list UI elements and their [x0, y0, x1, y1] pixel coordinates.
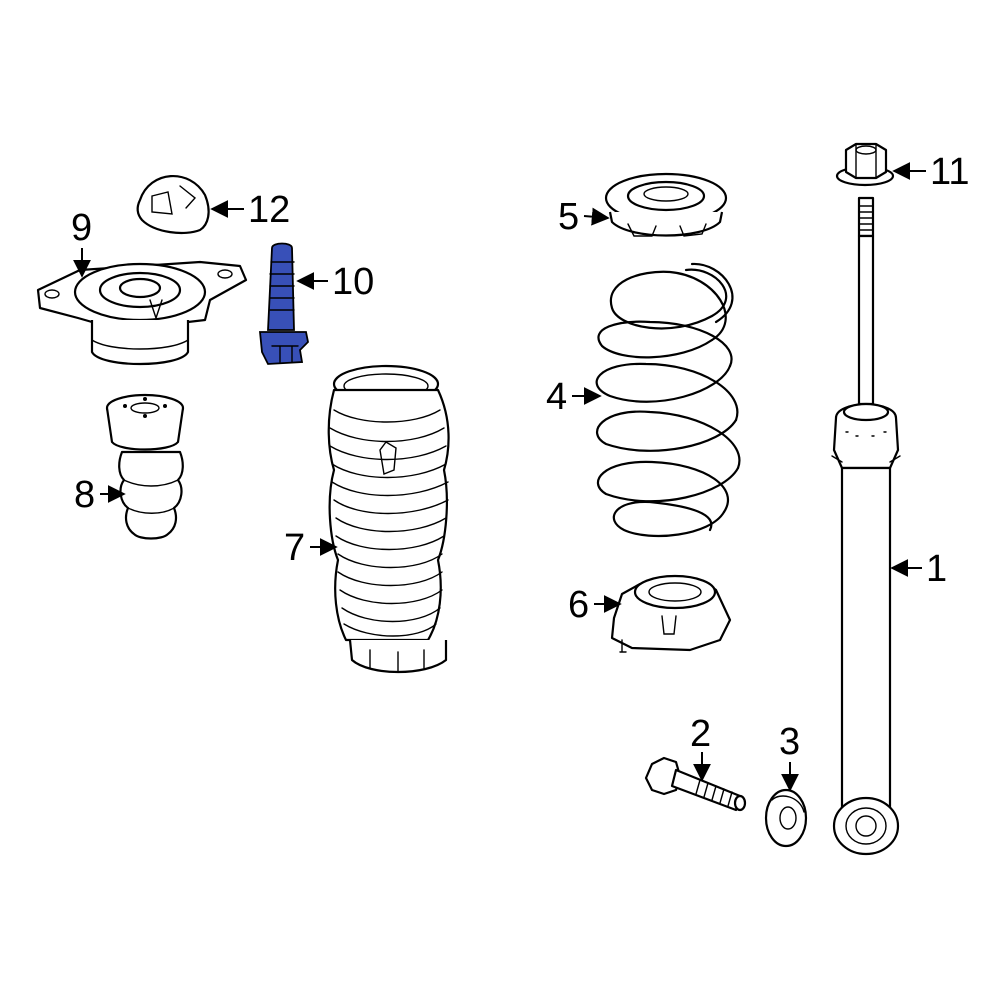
part-12-cap[interactable] — [136, 174, 210, 235]
callout-label-3: 3 — [779, 721, 800, 763]
callout-10: 10 — [296, 261, 374, 303]
callout-6: 6 — [568, 584, 622, 626]
part-4-coil-spring[interactable] — [595, 262, 741, 538]
callout-1: 1 — [890, 548, 947, 590]
callout-3: 3 — [779, 721, 800, 792]
part-6-lower-spring-seat[interactable] — [610, 574, 732, 653]
part-8-bump-stop[interactable] — [105, 393, 185, 540]
callout-12: 12 — [210, 189, 290, 231]
callout-9: 9 — [71, 207, 92, 278]
callout-4: 4 — [546, 376, 602, 418]
callout-8: 8 — [74, 474, 126, 516]
callout-label-5: 5 — [558, 196, 579, 238]
callout-label-4: 4 — [546, 376, 567, 418]
callout-label-2: 2 — [690, 713, 711, 755]
callout-label-12: 12 — [248, 189, 290, 231]
callout-label-8: 8 — [74, 474, 95, 516]
part-3-washer[interactable] — [764, 788, 808, 848]
part-10-bolt[interactable] — [259, 242, 309, 365]
callout-label-1: 1 — [926, 548, 947, 590]
callout-label-9: 9 — [71, 207, 92, 249]
part-1-shock-absorber[interactable] — [831, 196, 901, 856]
part-11-nut[interactable] — [835, 142, 895, 187]
part-7-dust-boot[interactable] — [327, 364, 450, 674]
callout-7: 7 — [284, 527, 338, 569]
part-9-upper-mount[interactable] — [36, 260, 248, 366]
part-2-lower-bolt[interactable] — [644, 756, 747, 812]
callout-label-7: 7 — [284, 527, 305, 569]
callout-5: 5 — [558, 196, 610, 238]
callout-label-10: 10 — [332, 261, 374, 303]
callout-label-11: 11 — [930, 151, 969, 193]
callout-2: 2 — [690, 713, 711, 782]
callout-11: 11 — [892, 151, 969, 193]
part-5-upper-spring-seat[interactable] — [604, 172, 728, 237]
callout-label-6: 6 — [568, 584, 589, 626]
